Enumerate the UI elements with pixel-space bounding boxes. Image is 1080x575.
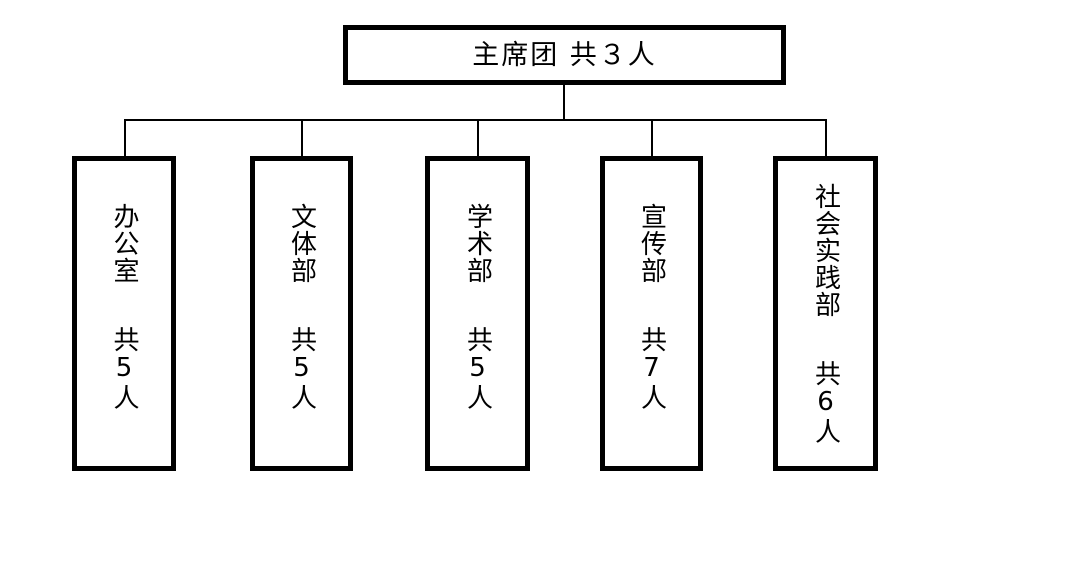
- node-office[interactable]: 办公室 共5人: [72, 156, 176, 471]
- node-chairman-committee-label: 主席团 共３人: [472, 39, 657, 71]
- connector-drop-5: [825, 120, 827, 156]
- node-academic[interactable]: 学术部 共5人: [425, 156, 530, 471]
- node-social-practice-count: 共6人: [810, 360, 841, 445]
- node-culture-sports-count: 共5人: [286, 326, 317, 411]
- node-culture-sports-name: 文体部: [286, 203, 317, 284]
- node-office-name: 办公室: [109, 203, 140, 284]
- node-publicity-count: 共7人: [636, 326, 667, 411]
- node-publicity[interactable]: 宣传部 共7人: [600, 156, 703, 471]
- node-publicity-name: 宣传部: [636, 203, 667, 284]
- node-chairman-committee[interactable]: 主席团 共３人: [343, 25, 786, 85]
- connector-drop-1: [124, 120, 126, 156]
- connector-trunk: [563, 85, 565, 120]
- node-academic-count: 共5人: [462, 326, 493, 411]
- connector-drop-2: [301, 120, 303, 156]
- node-office-count: 共5人: [109, 326, 140, 411]
- node-social-practice-name: 社会实践部: [810, 183, 841, 318]
- connector-horizontal-bus: [124, 119, 827, 121]
- connector-drop-3: [477, 120, 479, 156]
- connector-drop-4: [651, 120, 653, 156]
- node-academic-name: 学术部: [462, 203, 493, 284]
- node-social-practice[interactable]: 社会实践部 共6人: [773, 156, 878, 471]
- node-culture-sports[interactable]: 文体部 共5人: [250, 156, 353, 471]
